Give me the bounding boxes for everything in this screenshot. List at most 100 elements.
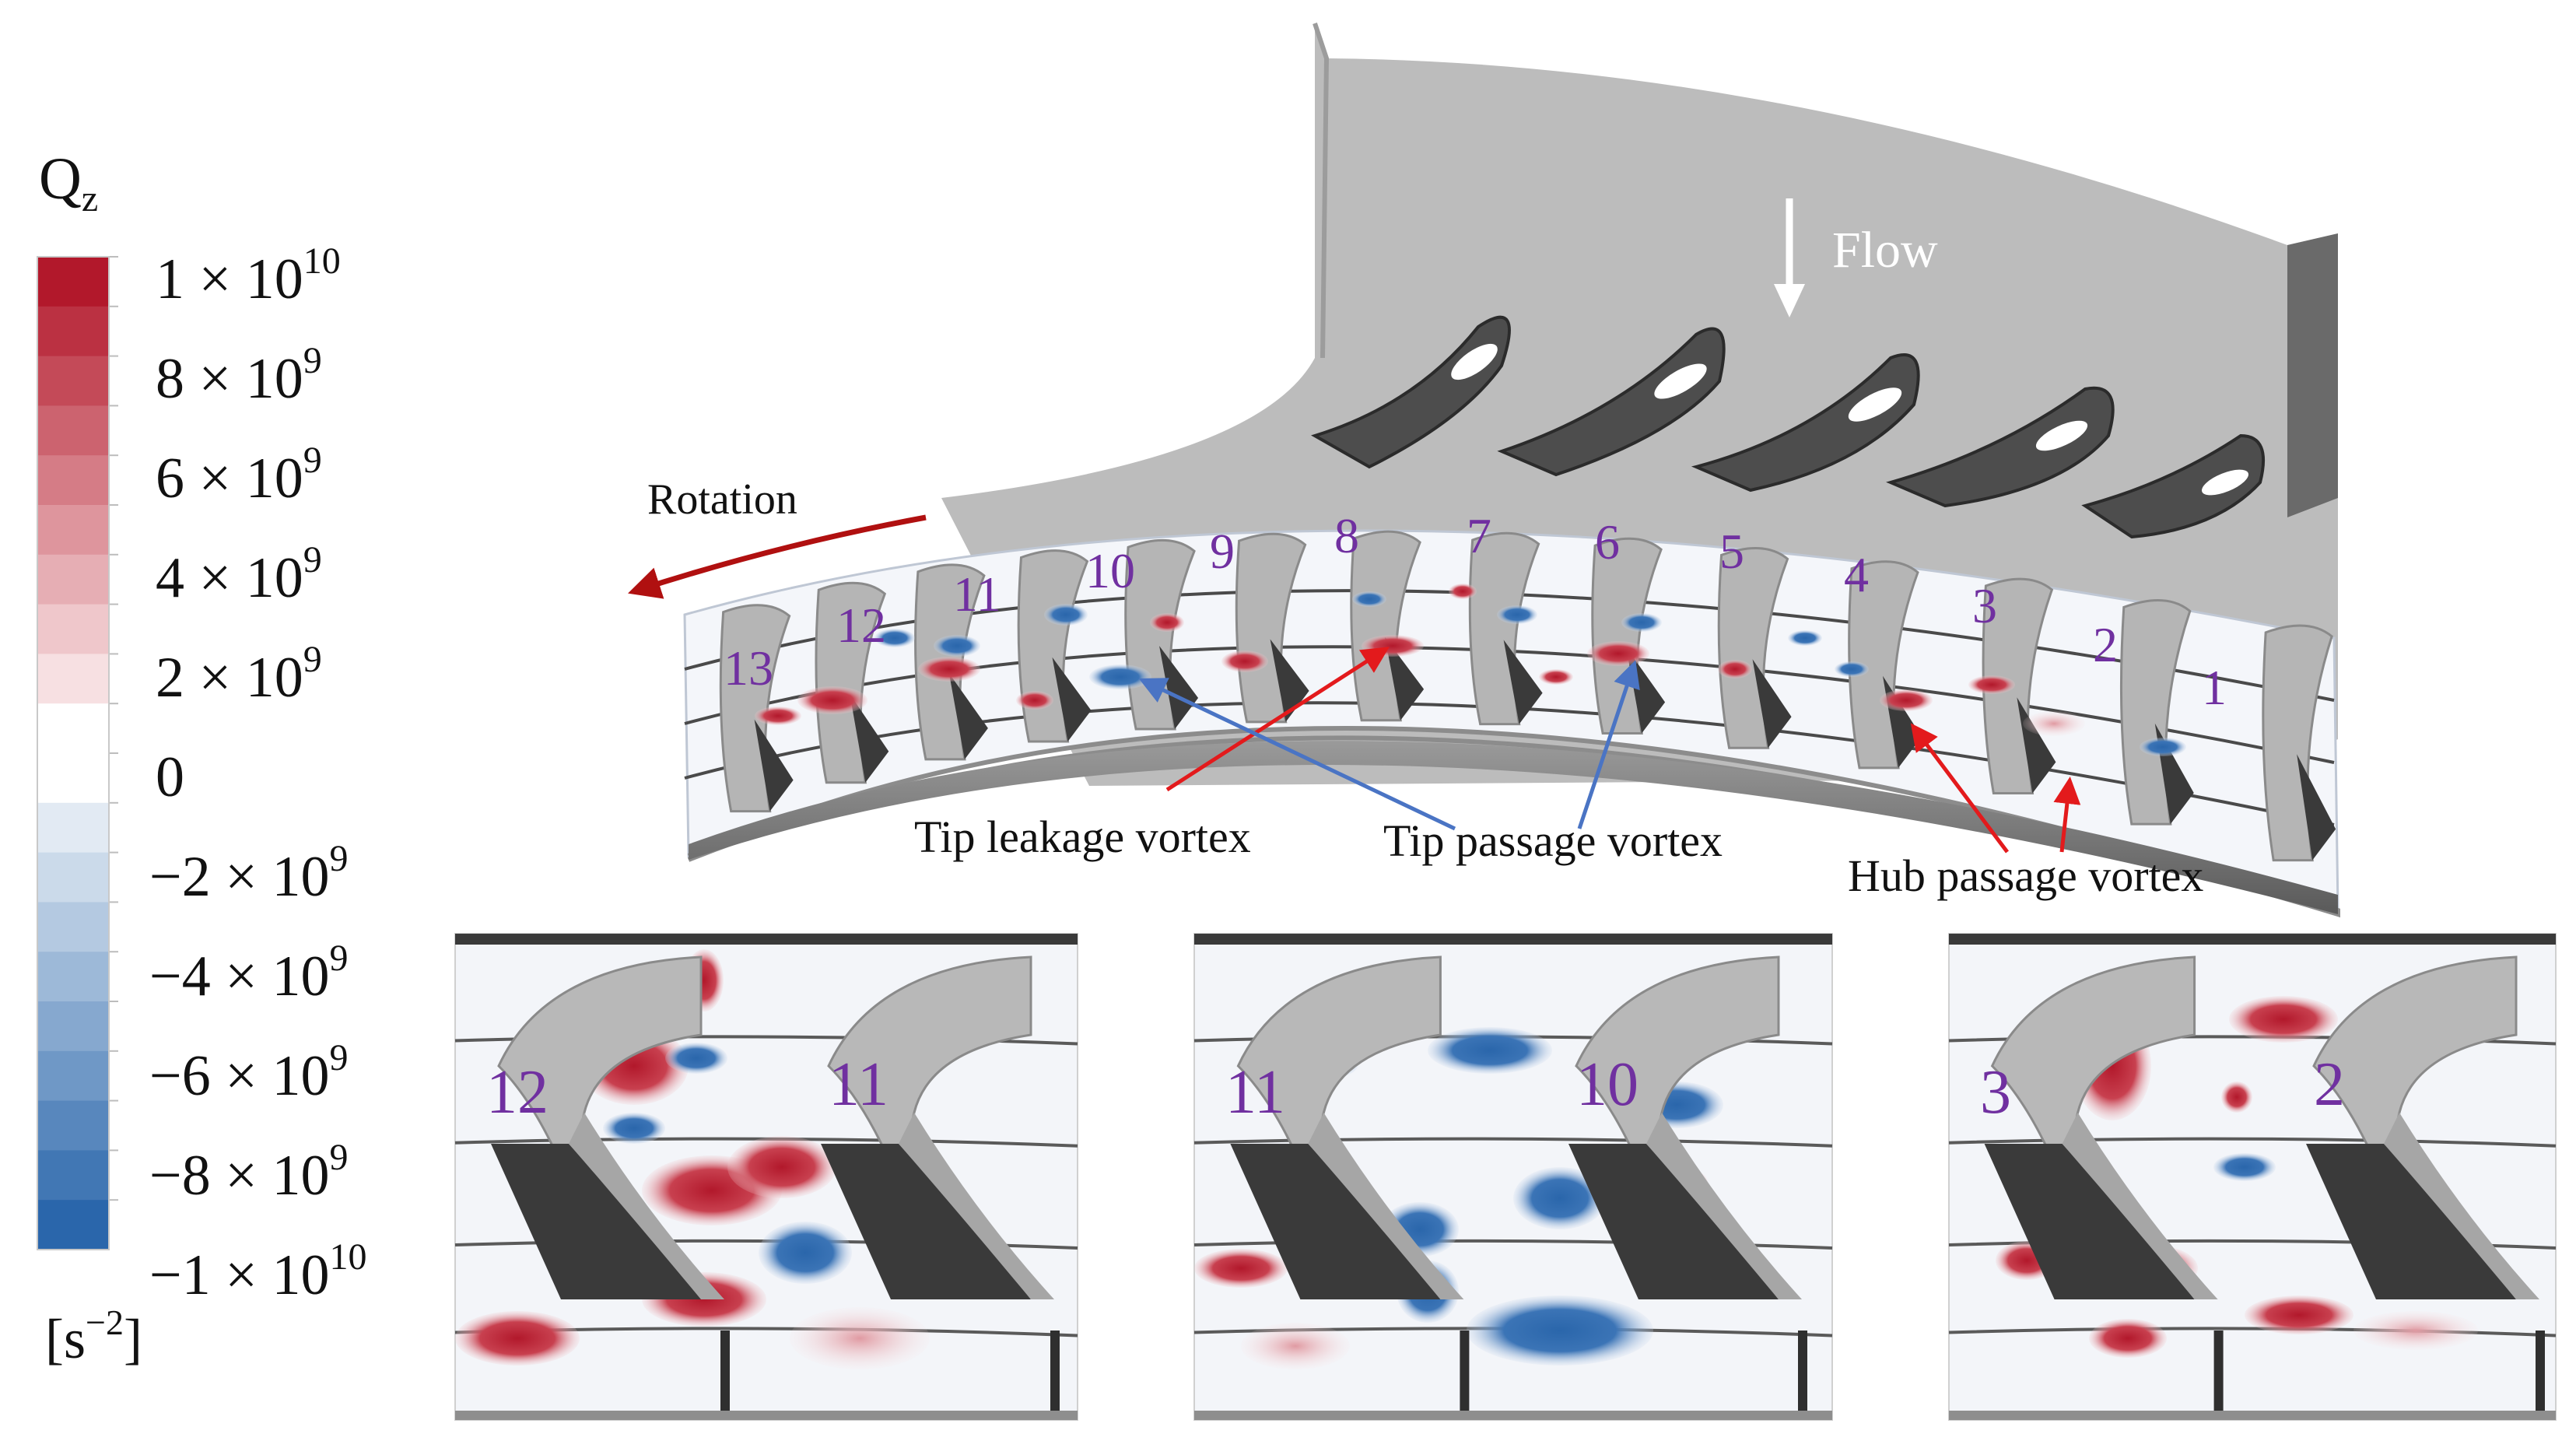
detail-blade	[1236, 955, 1442, 1187]
vortex-contour	[2229, 996, 2338, 1043]
rotation-arrow-icon	[628, 514, 927, 599]
colorbar-tick-label: −1 × 1010	[149, 1236, 366, 1307]
vortex-contour	[1449, 584, 1477, 599]
detail-blade-shadow	[1568, 1144, 1779, 1299]
colorbar-band	[37, 257, 109, 307]
colorbar-band	[37, 356, 109, 406]
vortex-contour	[665, 1043, 727, 1074]
rotation-indicator: Rotation	[628, 475, 927, 599]
detail-hub-post	[2536, 1331, 2545, 1416]
vortex-contour	[1497, 605, 1537, 624]
colorbar-tick-label: −6 × 109	[149, 1037, 348, 1108]
detail-span-line	[1948, 1137, 2557, 1148]
rotor-blade-shadow	[1752, 659, 1792, 749]
vortex-contour	[1621, 613, 1662, 632]
colorbar-frame	[37, 256, 110, 1250]
colorbar-tick-label: 0	[156, 745, 184, 809]
tip-passage-label: Tip passage vortex	[1383, 815, 1723, 866]
vortex-contour	[603, 1113, 665, 1144]
detail-blade	[497, 955, 703, 1187]
detail-hub-post	[1460, 1331, 1470, 1416]
stator-vanes	[1311, 315, 2266, 539]
vortex-contour	[2245, 1295, 2353, 1334]
detail-blade-shadow	[491, 1144, 701, 1299]
colorbar-tick-label: 6 × 109	[156, 440, 322, 510]
detail-blade-shadow	[1984, 1144, 2195, 1299]
hub-passage-arrow-right	[2053, 777, 2081, 853]
rotor-blade-shadow	[1159, 646, 1199, 729]
colorbar-band	[37, 554, 109, 605]
vortex-contour	[1016, 691, 1053, 710]
vortex-contour	[1044, 604, 1088, 626]
vortex-contour	[1241, 1323, 1350, 1369]
vortex-contour	[1089, 664, 1151, 689]
rotor-blade-shadow	[1270, 639, 1309, 722]
detail-hub-post	[720, 1331, 730, 1416]
rotor-blade-number: 6	[1595, 514, 1620, 570]
colorbar-band	[37, 802, 109, 854]
vortex-contour	[1539, 669, 1573, 685]
rotor-blade-number: 3	[1972, 578, 1997, 633]
colorbar-band	[37, 654, 109, 704]
colorbar-band	[37, 852, 109, 903]
rotor-blade-shadow	[948, 673, 988, 759]
detail-blade-shadow	[2306, 1144, 2516, 1299]
colorbar-band	[37, 1200, 109, 1250]
detail-blade-number-left: 3	[1980, 1058, 2011, 1127]
vortex-contour	[727, 1136, 836, 1198]
vortex-contour	[2140, 738, 2186, 756]
detail-blade-body	[1646, 1113, 1802, 1299]
vortex-contour	[797, 686, 867, 714]
rotor-blade-number: 11	[953, 566, 1001, 622]
colorbar-tick-label: −8 × 109	[149, 1137, 348, 1208]
tip-passage-arrow-left	[1138, 678, 1456, 831]
colorbar-band	[37, 505, 109, 556]
vortex-contour	[1221, 650, 1268, 672]
vortex-contour	[455, 1311, 580, 1366]
detail-blade-shadow	[821, 1144, 1031, 1299]
detail-blade	[1990, 955, 2196, 1187]
flow-indicator: Flow	[1774, 198, 1938, 317]
vortex-contour	[759, 1222, 852, 1284]
detail-span-line	[1193, 1137, 1833, 1148]
vortex-contour	[1428, 1027, 1552, 1074]
vortex-contour	[1880, 689, 1933, 711]
colorbar-band	[37, 1100, 109, 1151]
colorbar-tick-label: 4 × 109	[156, 539, 322, 610]
vortex-contour	[1467, 1295, 1653, 1366]
vortex-contour	[790, 1307, 930, 1369]
hub-passage-arrow-left	[1910, 723, 2009, 854]
vortex-contour	[2089, 1319, 2167, 1358]
detail-panel-shroud	[455, 934, 1078, 945]
vortex-contour	[1362, 635, 1424, 657]
colorbar-tick-label: 8 × 109	[156, 340, 322, 411]
colorbar-band	[37, 455, 109, 506]
detail-hub-post	[1050, 1331, 1060, 1416]
colorbar-title: Qz	[39, 146, 98, 219]
vortex-contour	[1513, 1167, 1607, 1229]
rotor-blade-shadow	[1503, 640, 1543, 724]
vortex-contour	[918, 657, 980, 682]
stator-wall-side	[2287, 233, 2338, 517]
rotor-blade-number: 8	[1334, 508, 1359, 563]
detail-panel-shroud	[1949, 934, 2556, 945]
rotor-blade-number: 9	[1210, 524, 1235, 579]
rotor-blade-shadow	[2297, 754, 2336, 861]
detail-hub-strip	[1194, 1411, 1832, 1420]
tip-passage-arrow-right	[1577, 660, 1640, 829]
detail-blade-body	[899, 1113, 1054, 1299]
colorbar-band	[37, 1001, 109, 1052]
colorbar-band	[37, 902, 109, 952]
tip-leakage-label: Tip leakage vortex	[914, 812, 1251, 862]
colorbar-tick-label: 1 × 1010	[156, 240, 341, 311]
flow-arrow-head-icon	[1774, 284, 1805, 317]
rotor-blade-number: 12	[836, 598, 886, 653]
